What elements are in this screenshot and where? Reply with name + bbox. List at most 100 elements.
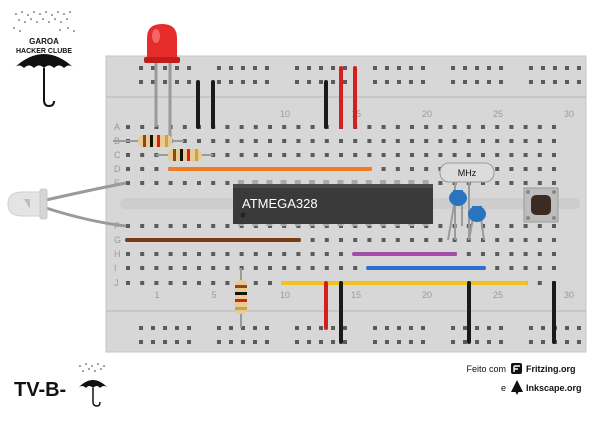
breadboard-hole (239, 153, 244, 157)
logo-line-1: GAROA (29, 37, 59, 46)
breadboard-hole (217, 340, 221, 344)
breadboard-hole (282, 266, 287, 270)
breadboard-hole (265, 326, 269, 330)
breadboard-hole (307, 80, 311, 84)
breadboard-hole (481, 125, 485, 129)
breadboard-hole (495, 139, 500, 143)
breadboard-hole (541, 326, 545, 330)
breadboard-hole (499, 326, 503, 330)
breadboard-hole (268, 139, 272, 143)
breadboard-hole (225, 139, 230, 143)
breadboard-hole (452, 139, 457, 143)
row-label: J (114, 278, 119, 288)
chip-pin (280, 180, 287, 184)
breadboard-hole (282, 125, 287, 129)
breadboard-hole (140, 224, 145, 228)
breadboard-hole (438, 238, 443, 242)
breadboard-hole (385, 80, 389, 84)
breadboard-hole (537, 281, 542, 285)
breadboard-hole (552, 266, 556, 270)
breadboard-hole (163, 80, 167, 84)
chip-pin (309, 180, 315, 184)
breadboard-hole (452, 125, 457, 129)
col-number: 25 (493, 290, 503, 300)
breadboard-hole (395, 167, 400, 171)
breadboard-hole (295, 80, 299, 84)
breadboard-hole (217, 66, 221, 70)
breadboard-hole (163, 326, 167, 330)
breadboard-hole (481, 181, 485, 185)
breadboard-hole (373, 326, 377, 330)
chip-pin (351, 180, 358, 184)
breadboard-hole (438, 224, 443, 228)
breadboard-hole (182, 224, 187, 228)
breadboard-hole (187, 80, 191, 84)
breadboard-hole (140, 252, 145, 256)
breadboard-hole (140, 281, 145, 285)
breadboard-hole (495, 167, 500, 171)
breadboard-hole (225, 281, 230, 285)
breadboard-hole (331, 340, 335, 344)
breadboard-hole (553, 66, 557, 70)
breadboard-hole (509, 167, 514, 171)
breadboard-hole (151, 326, 155, 330)
resistor (235, 268, 247, 328)
col-number: 30 (564, 290, 574, 300)
breadboard-hole (295, 340, 299, 344)
breadboard-hole (410, 153, 414, 157)
inkscape-link[interactable]: Inkscape.org (526, 383, 582, 393)
breadboard-hole (168, 181, 173, 185)
breadboard-hole (481, 153, 485, 157)
breadboard-hole (552, 125, 556, 129)
breadboard-hole (410, 139, 414, 143)
breadboard-hole (241, 340, 245, 344)
chip-pin (422, 180, 429, 184)
capacitor (447, 190, 467, 241)
chip-pin (252, 180, 259, 184)
logo-line-2: HACKER CLUBE (16, 48, 72, 55)
breadboard-hole (523, 238, 528, 242)
breadboard-hole (268, 125, 272, 129)
breadboard-hole (197, 139, 201, 143)
breadboard-hole (537, 181, 542, 185)
breadboard-hole (268, 252, 272, 256)
breadboard-hole (239, 125, 244, 129)
breadboard-hole (324, 153, 329, 157)
breadboard-hole (182, 266, 187, 270)
breadboard-holes (126, 66, 581, 344)
breadboard-hole (324, 252, 329, 256)
breadboard-hole (509, 125, 514, 129)
breadboard-hole (381, 238, 386, 242)
breadboard-hole (499, 80, 503, 84)
breadboard-hole (268, 153, 272, 157)
breadboard-hole (373, 340, 377, 344)
breadboard-hole (410, 238, 414, 242)
breadboard-hole (126, 281, 130, 285)
breadboard-hole (397, 326, 401, 330)
breadboard-hole (565, 66, 569, 70)
tvbgone-logo: TV-B- (14, 363, 108, 407)
breadboard-hole (385, 326, 389, 330)
breadboard-hole (552, 224, 556, 228)
breadboard-hole (253, 252, 258, 256)
crystal-label: MHz (458, 168, 477, 178)
breadboard-hole (466, 153, 471, 157)
breadboard-hole (565, 340, 569, 344)
breadboard-hole (126, 153, 130, 157)
col-number: 5 (211, 290, 216, 300)
breadboard-hole (397, 340, 401, 344)
fritzing-link[interactable]: Fritzing.org (526, 364, 576, 374)
breadboard-hole (225, 181, 230, 185)
breadboard-hole (310, 125, 315, 129)
breadboard-hole (265, 340, 269, 344)
breadboard-hole (140, 181, 145, 185)
breadboard-hole (395, 238, 400, 242)
breadboard-hole (438, 125, 443, 129)
breadboard-hole (451, 80, 455, 84)
crystal-body (439, 162, 495, 183)
breadboard-hole (265, 66, 269, 70)
umbrella-icon (14, 54, 74, 68)
breadboard-hole (353, 266, 358, 270)
chip-body (233, 184, 433, 224)
